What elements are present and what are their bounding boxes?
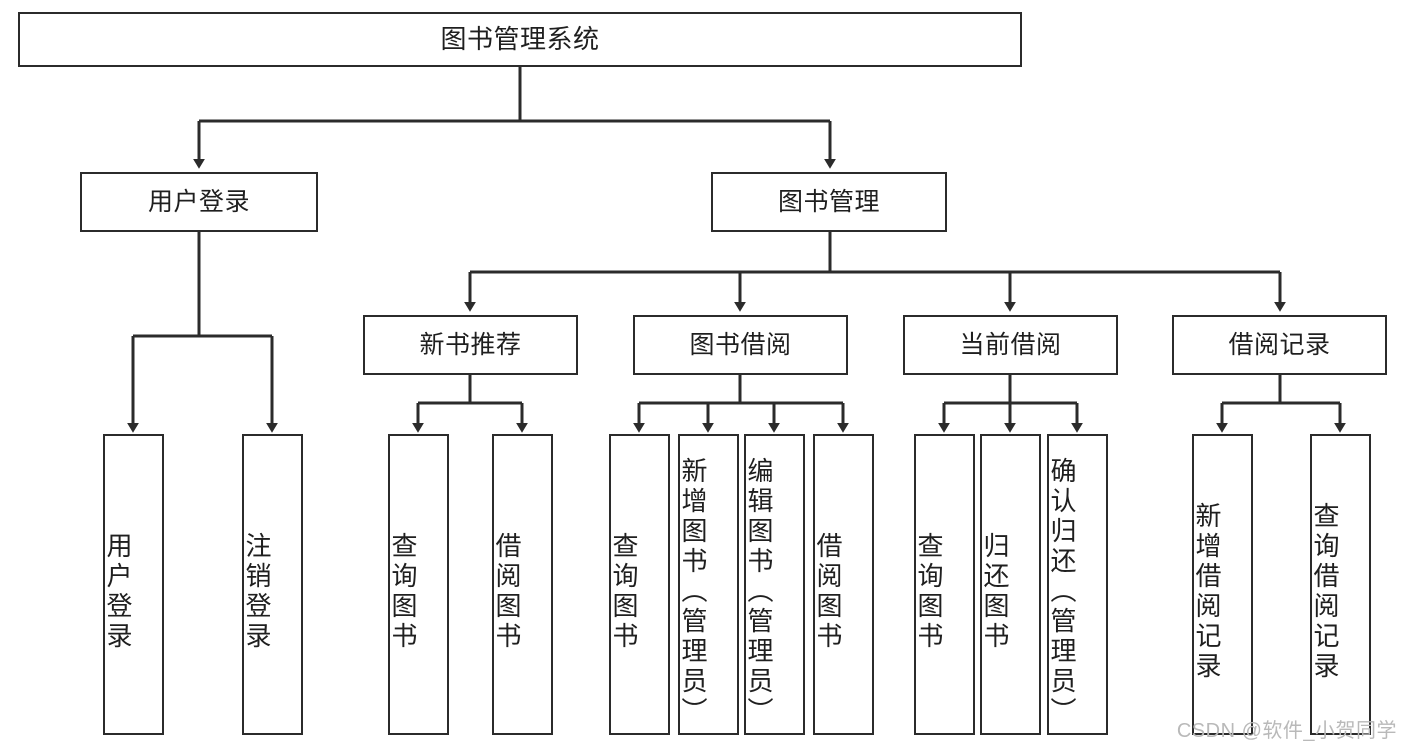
node-new-book-recommend-label: 新书推荐 bbox=[419, 330, 522, 359]
node-leaf-query-book-1-label: 查询图书 bbox=[388, 531, 418, 652]
node-leaf-add-book[interactable]: 新增图书（管理员） bbox=[678, 434, 739, 735]
node-leaf-query-record-label: 查询借阅记录 bbox=[1310, 501, 1340, 682]
node-leaf-add-record[interactable]: 新增借阅记录 bbox=[1192, 434, 1253, 735]
node-root-label: 图书管理系统 bbox=[440, 24, 600, 55]
node-leaf-user-logout[interactable]: 注销登录 bbox=[242, 434, 303, 735]
node-leaf-return-book-label: 归还图书 bbox=[980, 531, 1010, 652]
node-leaf-user-logout-label: 注销登录 bbox=[242, 531, 272, 652]
node-book-manage-label: 图书管理 bbox=[777, 187, 880, 216]
node-root[interactable]: 图书管理系统 bbox=[18, 12, 1022, 67]
node-leaf-query-book-3[interactable]: 查询图书 bbox=[914, 434, 975, 735]
node-leaf-add-book-label: 新增图书（管理员） bbox=[678, 456, 708, 727]
node-leaf-query-book-1[interactable]: 查询图书 bbox=[388, 434, 449, 735]
watermark: CSDN @软件_小贺同学 bbox=[1176, 720, 1397, 742]
node-leaf-add-record-label: 新增借阅记录 bbox=[1192, 501, 1222, 682]
node-new-book-recommend[interactable]: 新书推荐 bbox=[363, 315, 578, 375]
node-leaf-edit-book[interactable]: 编辑图书（管理员） bbox=[744, 434, 805, 735]
node-current-borrow-label: 当前借阅 bbox=[959, 330, 1062, 359]
node-leaf-borrow-book-1[interactable]: 借阅图书 bbox=[492, 434, 553, 735]
node-leaf-confirm-return-label: 确认归还（管理员） bbox=[1047, 456, 1077, 727]
node-borrow-record-label: 借阅记录 bbox=[1228, 330, 1331, 359]
node-leaf-query-book-2[interactable]: 查询图书 bbox=[609, 434, 670, 735]
node-leaf-user-login[interactable]: 用户登录 bbox=[103, 434, 164, 735]
node-user-login[interactable]: 用户登录 bbox=[80, 172, 318, 232]
node-user-login-label: 用户登录 bbox=[147, 187, 250, 216]
node-leaf-query-book-3-label: 查询图书 bbox=[914, 531, 944, 652]
node-leaf-return-book[interactable]: 归还图书 bbox=[980, 434, 1041, 735]
node-leaf-query-record[interactable]: 查询借阅记录 bbox=[1310, 434, 1371, 735]
node-book-borrow[interactable]: 图书借阅 bbox=[633, 315, 848, 375]
node-leaf-borrow-book-2[interactable]: 借阅图书 bbox=[813, 434, 874, 735]
node-book-borrow-label: 图书借阅 bbox=[689, 330, 792, 359]
node-book-manage[interactable]: 图书管理 bbox=[711, 172, 947, 232]
node-leaf-borrow-book-2-label: 借阅图书 bbox=[813, 531, 843, 652]
node-leaf-query-book-2-label: 查询图书 bbox=[609, 531, 639, 652]
node-leaf-borrow-book-1-label: 借阅图书 bbox=[492, 531, 522, 652]
node-leaf-confirm-return[interactable]: 确认归还（管理员） bbox=[1047, 434, 1108, 735]
node-leaf-user-login-label: 用户登录 bbox=[103, 531, 133, 652]
node-leaf-edit-book-label: 编辑图书（管理员） bbox=[744, 456, 774, 727]
node-borrow-record[interactable]: 借阅记录 bbox=[1172, 315, 1387, 375]
node-current-borrow[interactable]: 当前借阅 bbox=[903, 315, 1118, 375]
